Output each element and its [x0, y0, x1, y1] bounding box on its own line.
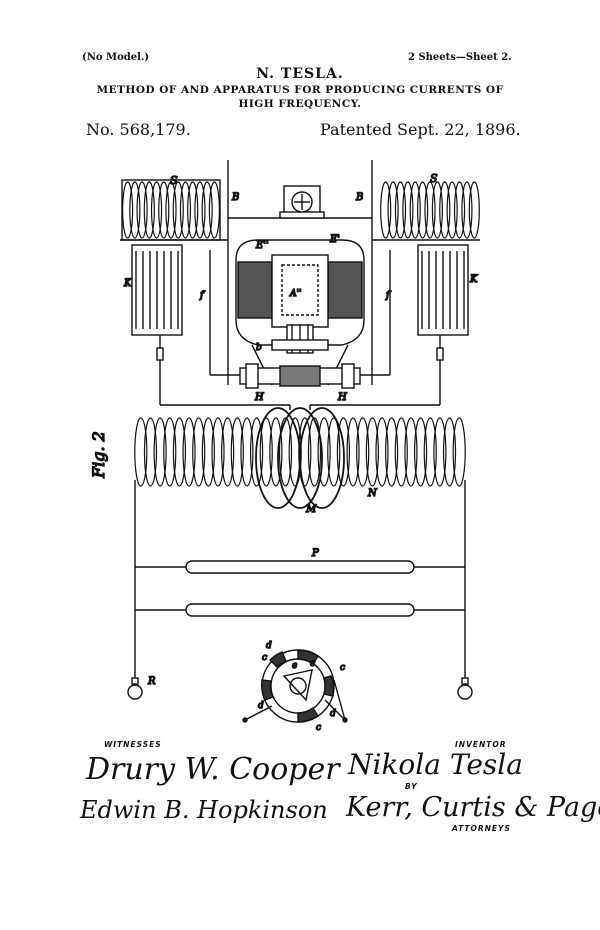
- coil-m: [255, 405, 345, 509]
- condenser-k-right: [417, 244, 469, 336]
- letter-d-1: d: [266, 641, 272, 651]
- letter-k-left: K: [123, 278, 132, 289]
- motor-assembly: [235, 239, 365, 389]
- letter-r: R: [147, 676, 156, 687]
- patent-title: METHOD OF AND APPARATUS FOR PRODUCING CU…: [60, 83, 540, 111]
- letter-p: P: [311, 548, 319, 559]
- attorneys-label: ATTORNEYS: [452, 824, 511, 833]
- letter-f-right: f: [385, 290, 392, 301]
- letter-c-2: c: [310, 659, 315, 669]
- letter-e-1: e: [292, 661, 297, 671]
- figure-label: Fig. 2: [89, 431, 108, 479]
- condenser-k-left: [131, 244, 183, 336]
- letter-k-right: K: [469, 274, 478, 285]
- witness-signature-1: Drury W. Cooper: [86, 752, 340, 787]
- terminal-ball-right: [457, 677, 473, 700]
- interrupter-box: [279, 185, 325, 219]
- model-note: (No Model.): [82, 52, 150, 63]
- patent-number: No. 568,179.: [86, 120, 191, 139]
- letter-c-1: c: [262, 653, 267, 663]
- coil-s-right-turns: [380, 181, 480, 239]
- vacuum-tube-lower: [185, 603, 415, 617]
- letter-s-left: S: [170, 174, 178, 187]
- letter-d-2: d: [258, 701, 264, 711]
- letter-e-right: E': [329, 234, 340, 245]
- title-line-2: HIGH FREQUENCY.: [238, 98, 362, 110]
- letter-h-right: H: [337, 392, 347, 403]
- coil-s-left-turns: [122, 181, 220, 239]
- witnesses-label: WITNESSES: [104, 740, 162, 749]
- patent-date: Patented Sept. 22, 1896.: [320, 120, 521, 139]
- letter-e-left: E'': [255, 240, 269, 251]
- letter-b-left: B: [231, 192, 239, 203]
- letter-n: N: [367, 488, 378, 499]
- letter-c-4: c: [316, 723, 321, 733]
- title-line-1: METHOD OF AND APPARATUS FOR PRODUCING CU…: [96, 84, 504, 96]
- letter-m: M: [305, 504, 317, 515]
- letter-b-right: B: [355, 192, 363, 203]
- attorneys-signature: Kerr, Curtis & Page.: [346, 792, 600, 823]
- letter-b-small: b: [256, 343, 262, 353]
- vacuum-tube-upper: [185, 560, 415, 574]
- inventor-name: N. TESLA.: [256, 66, 344, 82]
- wiring: [120, 160, 480, 406]
- letter-h-left: H: [254, 392, 264, 403]
- commutator-disc: [242, 649, 348, 723]
- letter-a: A'': [289, 289, 301, 299]
- letter-f-left: f: [199, 290, 206, 301]
- by-label: BY: [405, 782, 418, 791]
- letter-c-3: c: [340, 663, 345, 673]
- coil-n: [134, 417, 466, 487]
- inventor-label: INVENTOR: [455, 740, 507, 749]
- letter-d-3: d: [330, 709, 336, 719]
- terminal-ball-left: [127, 677, 143, 700]
- sheet-count: 2 Sheets—Sheet 2.: [408, 52, 512, 63]
- inventor-signature: Nikola Tesla: [348, 748, 523, 781]
- letter-s-right: S: [430, 172, 438, 185]
- witness-signature-2: Edwin B. Hopkinson: [80, 796, 328, 824]
